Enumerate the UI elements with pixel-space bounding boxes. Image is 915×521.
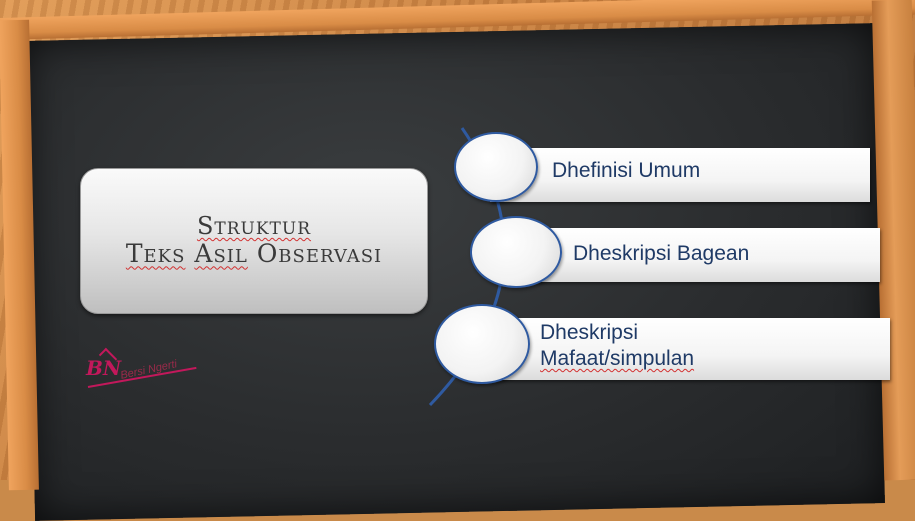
title-word-teks: Teks bbox=[125, 239, 186, 269]
title-word-asil: Asil bbox=[194, 239, 248, 269]
title-word-struktur: Struktur bbox=[196, 211, 312, 240]
item-bar-1 bbox=[490, 148, 870, 202]
title-box: Struktur Teks Asil Observasi bbox=[80, 168, 428, 314]
item-circle-1 bbox=[454, 132, 538, 202]
item-label-2: Dheskripsi Bagean bbox=[573, 242, 750, 265]
title-line-1: Struktur bbox=[196, 211, 312, 241]
title-line-2: Teks Asil Observasi bbox=[126, 240, 382, 269]
logo: BN Bersi Ngerti bbox=[86, 347, 216, 396]
item-label-3-line-2: Mafaat/simpulan bbox=[540, 347, 695, 370]
item-circle-3 bbox=[434, 304, 530, 384]
item-bar-2 bbox=[505, 228, 880, 282]
item-circle-2 bbox=[470, 216, 562, 288]
item-bar-3 bbox=[470, 318, 890, 380]
item-label-3-line-1: Dheskripsi bbox=[540, 321, 639, 344]
item-label-1: Dhefinisi Umum bbox=[552, 159, 701, 182]
title-word-observasi: Observasi bbox=[256, 239, 383, 269]
item-label-3: Dheskripsi Mafaat/simpulan bbox=[540, 320, 694, 372]
logo-letters: BN bbox=[86, 356, 122, 380]
